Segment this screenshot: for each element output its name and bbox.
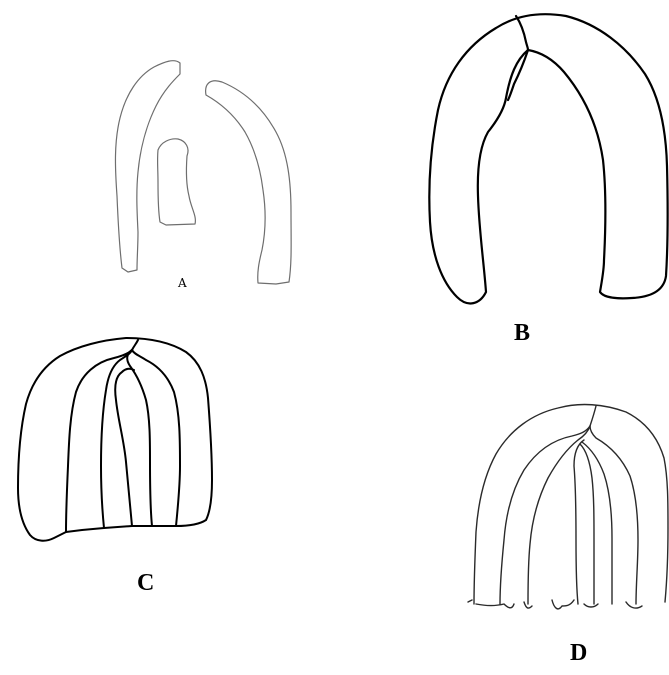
figure-b-label: B	[514, 320, 530, 347]
figure-d	[468, 405, 668, 609]
figure-a-label: A	[178, 276, 187, 290]
figure-d-band-inner-2	[528, 426, 590, 604]
figure-d-base-fragments	[468, 600, 642, 609]
figure-d-outer-arch	[474, 405, 668, 604]
figure-c-band-inner-3	[115, 369, 134, 526]
figure-d-band-inner-6	[590, 426, 638, 604]
figure-c-band-inner-4	[127, 350, 152, 526]
figure-a	[115, 61, 291, 284]
figure-d-band-inner-4	[580, 444, 594, 604]
figure-c	[18, 338, 212, 541]
figure-c-label: C	[137, 570, 154, 597]
figure-b	[429, 14, 667, 303]
figure-c-band-inner-5	[132, 350, 180, 526]
figure-b-arch-outline	[429, 14, 667, 303]
figure-b-band-seam-upper	[516, 16, 528, 50]
figure-a-center-piece	[158, 139, 196, 225]
figure-d-top-seam	[590, 406, 596, 426]
figure-d-band-inner-3	[574, 440, 584, 604]
figure-a-left-band	[115, 61, 180, 272]
figure-d-band-inner-5	[582, 442, 612, 604]
figure-c-band-inner-2	[101, 350, 132, 528]
figure-a-right-band	[206, 81, 292, 284]
figure-c-outer-outline	[18, 338, 212, 541]
figure-d-label: D	[570, 640, 587, 667]
figure-c-top-seam	[132, 340, 138, 350]
